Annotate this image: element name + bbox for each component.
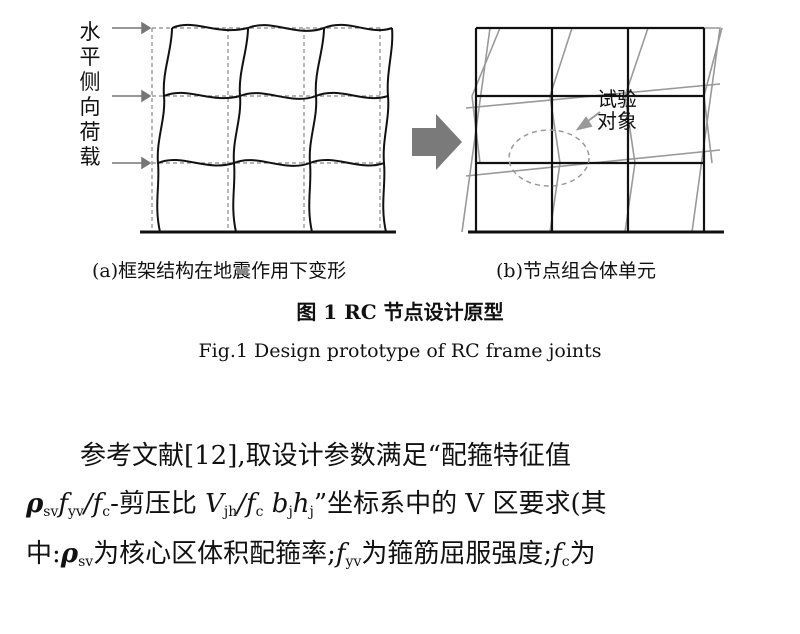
transition-arrow — [412, 114, 462, 170]
subscript: c — [255, 504, 264, 520]
text: 为 — [569, 539, 596, 569]
text: ”坐标系中的 V 区要求(其 — [313, 489, 607, 519]
subscript: c — [561, 554, 570, 570]
body-line-2: ρsvfyv/fc-剪压比 Vjh/fc bjhj”坐标系中的 V 区要求(其 — [26, 484, 786, 532]
test-object-label: 试验 对象 — [597, 88, 637, 132]
text: 为箍筋屈服强度; — [361, 539, 553, 569]
f-symbol: f — [58, 489, 69, 519]
rho-symbol: ρ — [26, 489, 44, 519]
text: -剪压比 — [110, 489, 206, 519]
test-object-line: 试验 — [597, 87, 637, 111]
text: 为核心区体积配箍率; — [93, 539, 336, 569]
subscript: c — [102, 504, 111, 520]
text: 中: — [26, 539, 61, 569]
subscript: sv — [43, 504, 59, 520]
subscript: yv — [68, 504, 84, 520]
subscript: j — [288, 504, 293, 520]
panel-a-original-grid — [151, 27, 381, 232]
h-symbol: h — [292, 489, 310, 519]
f-symbol: f — [335, 539, 346, 569]
test-object-ellipse — [508, 129, 590, 187]
load-char: 向 — [79, 95, 101, 119]
panel-b-deformed-outline — [461, 27, 723, 233]
test-object-line: 对象 — [597, 109, 637, 133]
b-symbol: b — [263, 489, 289, 519]
subscript: jh — [223, 504, 238, 520]
body-line-3: 中:ρsv为核心区体积配箍率;fyv为箍筋屈服强度;fc为 — [26, 534, 786, 582]
figure-rc-frame — [112, 21, 724, 234]
test-object-pointer — [575, 111, 601, 131]
text: 参考文献[12],取设计参数满足“配箍特征值 — [80, 441, 571, 471]
panel-a-deformed-columns — [156, 27, 394, 233]
subscript: yv — [345, 554, 362, 570]
panel-b-frame-grid — [474, 26, 706, 232]
f-symbol: f — [92, 489, 103, 519]
f-symbol: f — [246, 489, 256, 519]
f-symbol: f — [552, 539, 562, 569]
panel-a-deformed-beams — [157, 23, 393, 167]
load-char: 平 — [79, 45, 101, 69]
load-char: 载 — [79, 145, 101, 169]
figure-caption-en: Fig.1 Design prototype of RC frame joint… — [198, 340, 602, 362]
body-line-1: 参考文献[12],取设计参数满足“配箍特征值 — [26, 436, 786, 476]
subscript: sv — [78, 554, 94, 570]
figure-caption-zh: 图 1 RC 节点设计原型 — [296, 300, 504, 324]
slash: / — [83, 489, 93, 519]
horizontal-load-label: 水 平 侧 向 荷 载 — [72, 20, 108, 170]
rho-symbol: ρ — [60, 539, 79, 569]
subcaption-b: (b)节点组合体单元 — [496, 260, 656, 282]
slash: / — [237, 489, 247, 519]
load-arrows — [112, 21, 152, 170]
v-symbol: V — [205, 489, 224, 519]
load-char: 荷 — [79, 120, 101, 144]
subcaption-a: (a)框架结构在地震作用下变形 — [92, 260, 347, 282]
subscript: j — [309, 504, 314, 520]
load-char: 水 — [79, 20, 101, 44]
load-char: 侧 — [79, 70, 101, 94]
